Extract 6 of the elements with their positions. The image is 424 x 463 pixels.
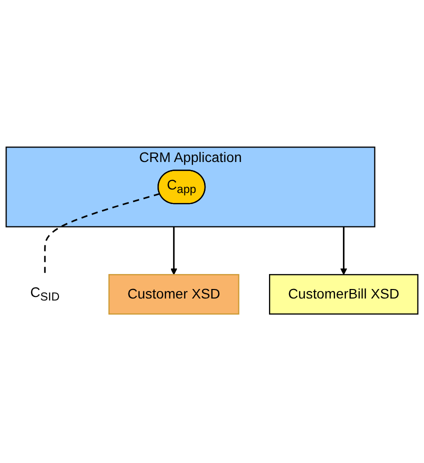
- node-box: CustomerBill XSD: [269, 274, 418, 315]
- node-text: C$_{SID}$: [30, 284, 60, 304]
- arrow: [340, 226, 348, 276]
- arrow: [170, 226, 178, 276]
- node-box: Customer XSD: [108, 274, 240, 315]
- connector: [44, 193, 160, 274]
